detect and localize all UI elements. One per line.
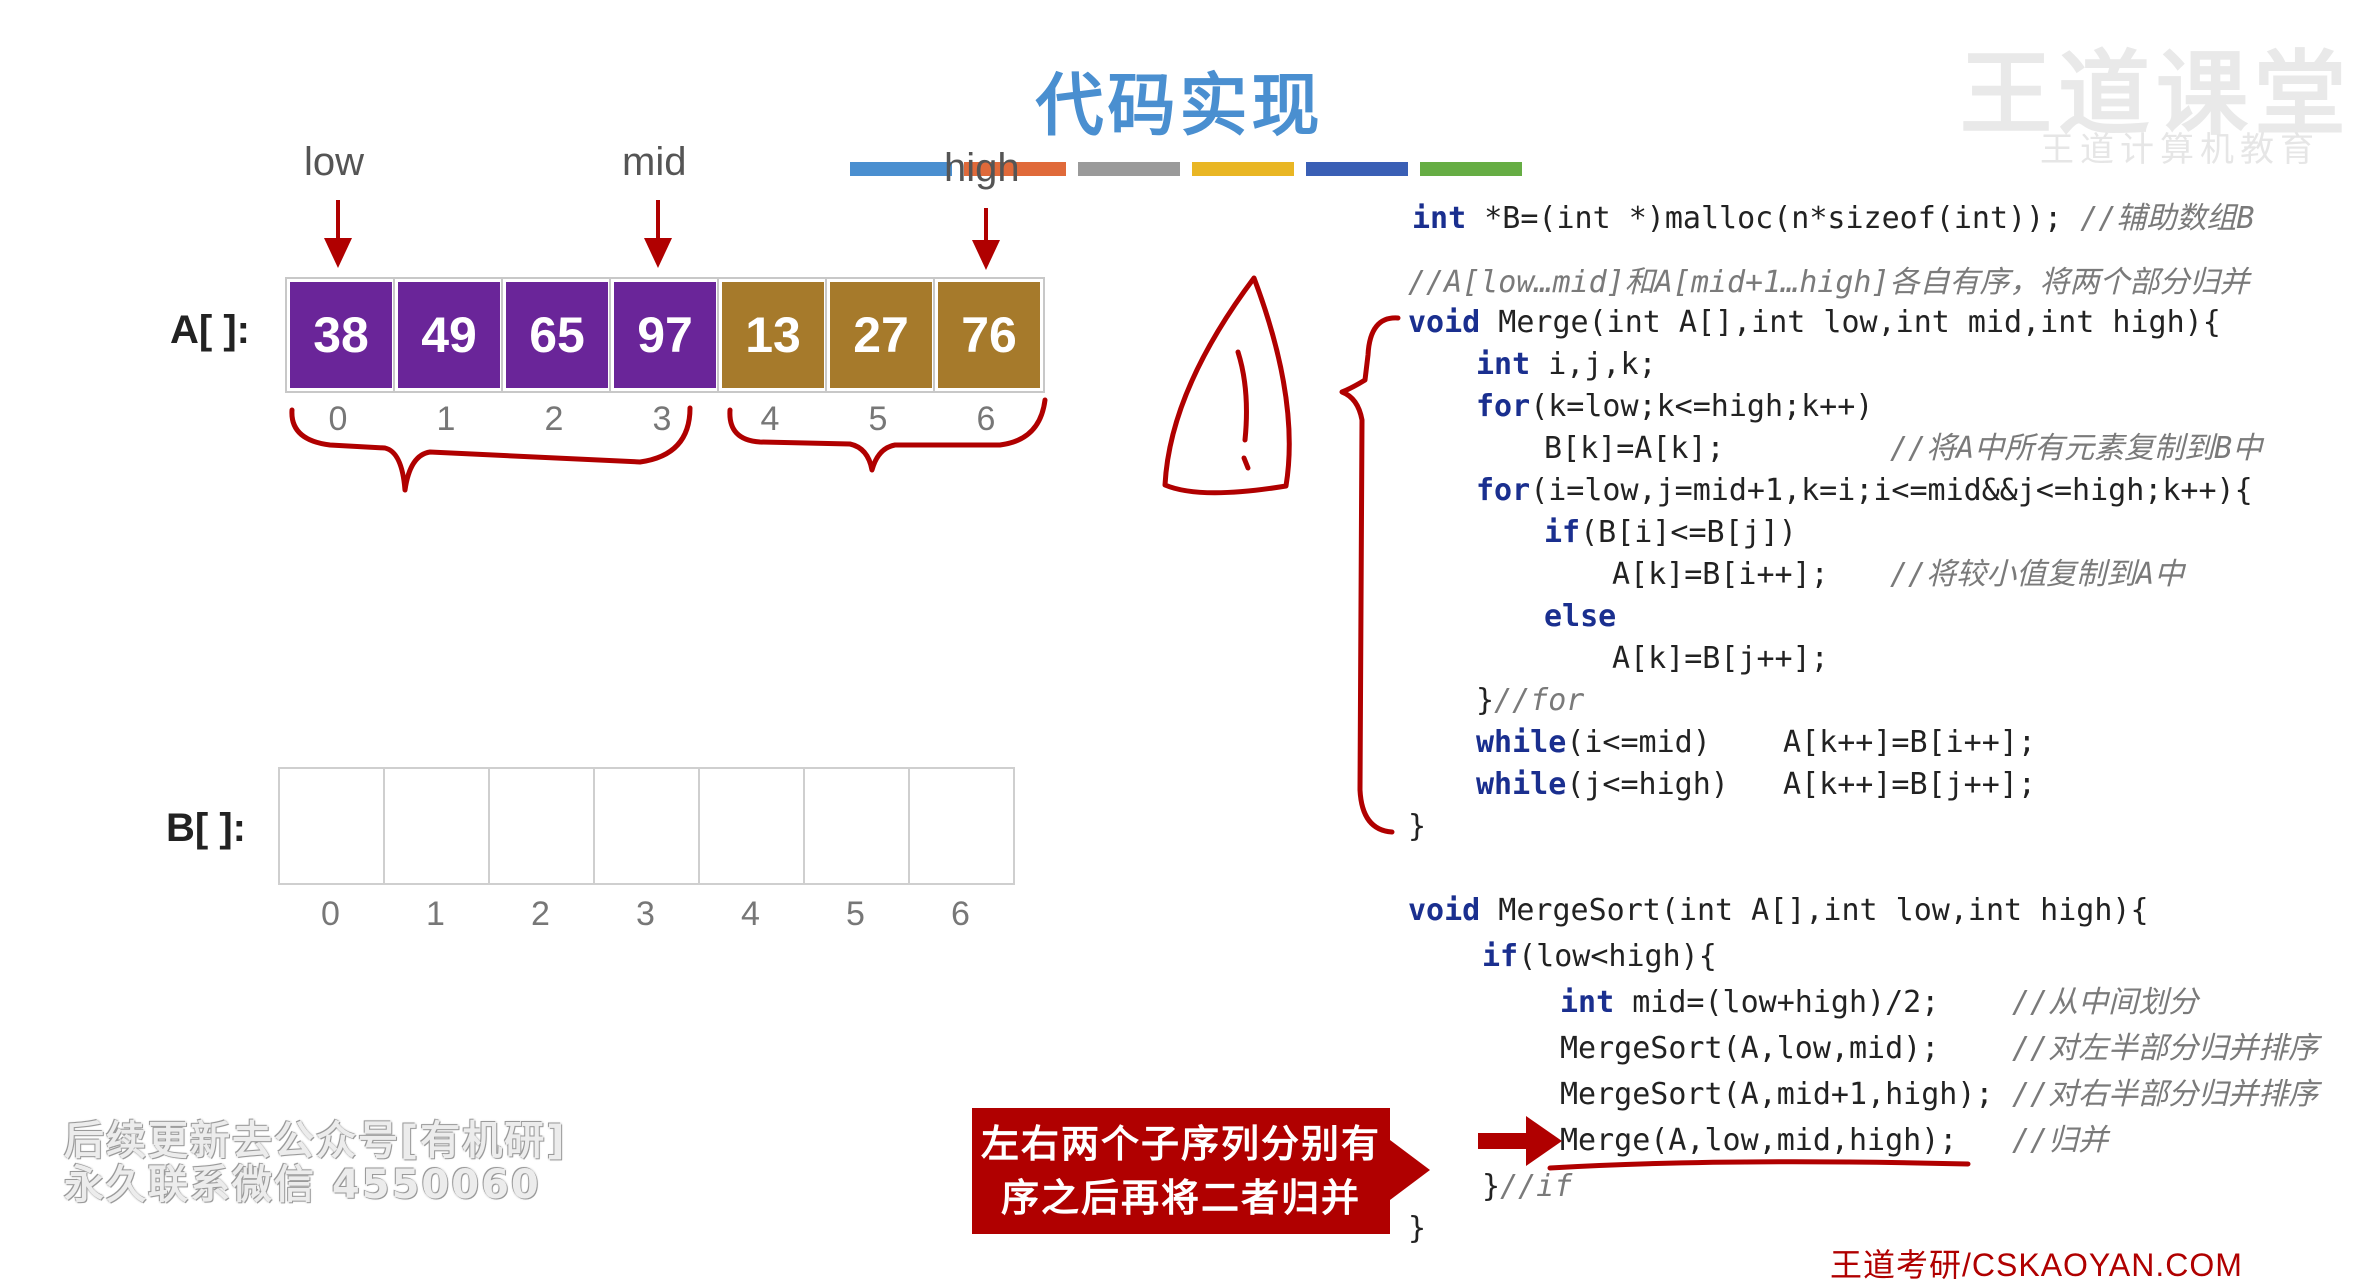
- array-a-label: A[ ]:: [170, 308, 250, 352]
- code-line: for(k=low;k<=high;k++): [1476, 389, 1874, 424]
- array-a-index: 2: [544, 400, 564, 438]
- array-a-index: 1: [436, 400, 456, 438]
- brace-merge-function: [1339, 315, 1401, 835]
- exclamation-stroke: [1235, 349, 1249, 443]
- array-a-cell: 65: [506, 282, 608, 388]
- exclamation-dot: [1241, 455, 1251, 471]
- pointer-mid-arrow: [656, 200, 660, 240]
- code-comment: //对右半部分归并排序: [2012, 1077, 2319, 1112]
- code-line: B[k]=A[k];: [1544, 431, 1725, 466]
- array-a-index: 4: [760, 400, 780, 438]
- callout-pointer: [1390, 1140, 1430, 1200]
- code-line: }: [1408, 1211, 1427, 1246]
- array-b-indices: 0 1 2 3 4 5 6: [278, 895, 1013, 934]
- array-a-cell: 76: [938, 282, 1040, 388]
- array-b-cell: [278, 767, 385, 885]
- array-b-index: 4: [741, 895, 760, 933]
- arrow-head-icon: [324, 238, 352, 268]
- strip-segment: [964, 162, 1066, 176]
- code-comment: //将较小值复制到A中: [1890, 557, 2185, 592]
- array-b-cell: [908, 767, 1015, 885]
- watermark-line-1: 后续更新去公众号[有机研]: [64, 1118, 567, 1164]
- malloc-line: int *B=(int *)malloc(n*sizeof(int)); //辅…: [1412, 201, 2255, 236]
- strip-segment: [850, 162, 952, 176]
- code-line: int i,j,k;: [1476, 347, 1657, 382]
- mergesort-signature: void MergeSort(int A[],int low,int high)…: [1408, 893, 2149, 928]
- arrow-head-icon: [644, 238, 672, 268]
- arrow-head-icon: [972, 240, 1000, 270]
- merge-signature: void Merge(int A[],int low,int mid,int h…: [1408, 305, 2221, 340]
- merge-call-line: Merge(A,low,mid,high);: [1560, 1123, 1958, 1158]
- exclamation-outline: [1162, 275, 1292, 496]
- code-line: if(B[i]<=B[j]): [1544, 515, 1797, 550]
- watermark-line-2: 永久联系微信 4550060: [64, 1162, 541, 1208]
- code-line: else: [1544, 599, 1617, 634]
- brace-right-half: [727, 397, 1048, 473]
- pointer-high-arrow: [984, 208, 988, 242]
- brace-left-half: [289, 405, 693, 493]
- strip-segment: [1306, 162, 1408, 176]
- pointer-high-label: high: [944, 146, 1020, 190]
- array-b-cell: [383, 767, 490, 885]
- code-line: }: [1408, 809, 1427, 844]
- code-comment: //对左半部分归并排序: [2012, 1031, 2319, 1066]
- code-line: }//for: [1476, 683, 1585, 718]
- code-line: A[k]=B[j++];: [1612, 641, 1829, 676]
- merge-comment: //A[low…mid]和A[mid+1…high]各自有序，将两个部分归并: [1408, 265, 2250, 300]
- brand-subtitle: 王道计算机教育: [2040, 130, 2320, 170]
- brand-logo: 王道课堂: [1960, 41, 2353, 148]
- strip-segment: [1420, 162, 1522, 176]
- array-a-cell: 49: [398, 282, 500, 388]
- array-b-index: 2: [531, 895, 550, 933]
- array-b-cell: [488, 767, 595, 885]
- code-comment: //归并: [2012, 1123, 2109, 1158]
- array-b-label: B[ ]:: [166, 806, 246, 850]
- array-b-cell: [593, 767, 700, 885]
- strip-segment: [1078, 162, 1180, 176]
- callout-line-1: 左右两个子序列分别有: [980, 1122, 1381, 1166]
- merge-call-arrow: [1478, 1133, 1528, 1149]
- code-comment: //从中间划分: [2012, 985, 2199, 1020]
- code-line: while(j<=high) A[k++]=B[j++];: [1476, 767, 2036, 802]
- array-a-cell: 38: [290, 282, 392, 388]
- callout-box: 左右两个子序列分别有 序之后再将二者归并: [972, 1108, 1390, 1234]
- array-a-cell: 27: [830, 282, 932, 388]
- code-line: A[k]=B[i++];: [1612, 557, 1829, 592]
- array-b: [278, 767, 1015, 885]
- code-line: MergeSort(A,low,mid);: [1560, 1031, 1940, 1066]
- array-a-index: 5: [868, 400, 888, 438]
- array-a-index: 6: [976, 400, 996, 438]
- array-b-index: 0: [321, 895, 340, 933]
- pointer-mid-label: mid: [622, 140, 687, 184]
- footer-brand: 王道考研/CSKAOYAN.COM: [1830, 1247, 2243, 1283]
- pointer-low-arrow: [336, 200, 340, 240]
- array-a-index: 0: [328, 400, 348, 438]
- code-line: while(i<=mid) A[k++]=B[i++];: [1476, 725, 2036, 760]
- code-line: if(low<high){: [1482, 939, 1717, 974]
- arrow-head-icon: [1526, 1116, 1562, 1166]
- code-line: }//if: [1482, 1169, 1573, 1204]
- page-title: 代码实现: [1035, 67, 1324, 146]
- array-b-index: 3: [636, 895, 655, 933]
- array-b-index: 1: [426, 895, 445, 933]
- pointer-low-label: low: [304, 140, 365, 184]
- array-a-index: 3: [652, 400, 672, 438]
- callout-line-2: 序之后再将二者归并: [1000, 1176, 1361, 1220]
- code-comment: //将A中所有元素复制到B中: [1890, 431, 2263, 466]
- color-strip: [850, 162, 1522, 176]
- strip-segment: [1192, 162, 1294, 176]
- code-line: int mid=(low+high)/2;: [1560, 985, 1940, 1020]
- array-b-index: 6: [951, 895, 970, 933]
- array-a-cell: 97: [614, 282, 716, 388]
- array-b-index: 5: [846, 895, 865, 933]
- array-a-indices: 0 1 2 3 4 5 6: [284, 400, 1040, 439]
- array-b-cell: [803, 767, 910, 885]
- code-line: MergeSort(A,mid+1,high);: [1560, 1077, 1994, 1112]
- merge-call-underline: [1547, 1159, 1971, 1171]
- code-line: for(i=low,j=mid+1,k=i;i<=mid&&j<=high;k+…: [1476, 473, 2253, 508]
- array-a-cell: 13: [722, 282, 824, 388]
